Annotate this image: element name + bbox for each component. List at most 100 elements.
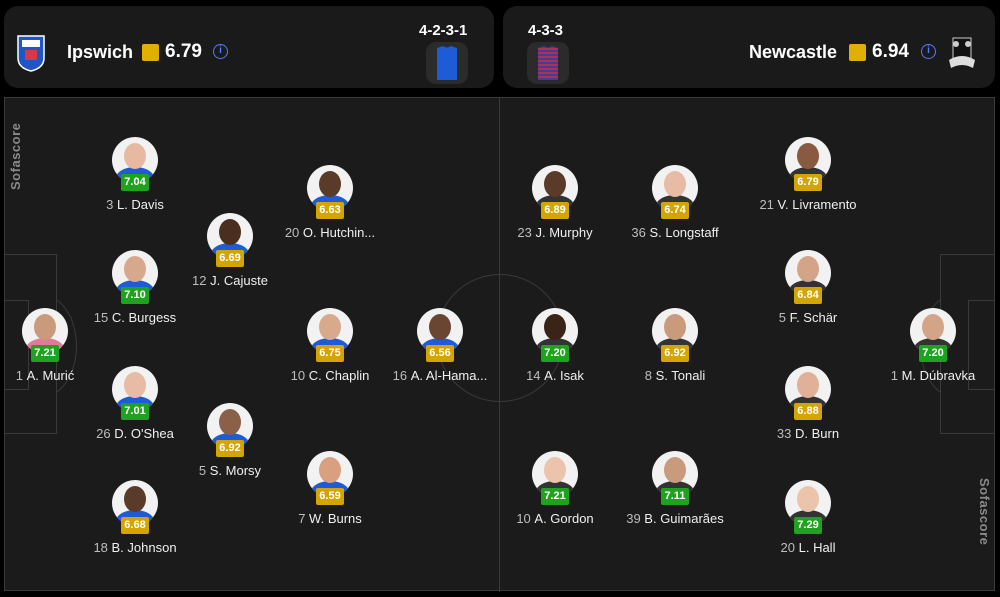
player-name: V. Livramento	[777, 197, 857, 212]
player-number: 23	[517, 225, 536, 240]
player-rating-badge: 7.21	[541, 488, 569, 505]
player-label: 23 J. Murphy	[480, 225, 630, 240]
player-rating-badge: 7.10	[121, 287, 149, 304]
player-label: 26 D. O'Shea	[60, 426, 210, 441]
player-rating-badge: 6.92	[661, 345, 689, 362]
away-formation: 4-3-3	[528, 22, 564, 39]
player-number: 3	[106, 197, 117, 212]
avatar-face	[124, 486, 146, 512]
avatar-face	[124, 143, 146, 169]
avatar-face	[429, 314, 451, 340]
avatar-face	[34, 314, 56, 340]
player-name: A. Isak	[544, 368, 584, 383]
player-label: 39 B. Guimarães	[600, 511, 750, 526]
player-rating-badge: 7.21	[31, 345, 59, 362]
home-team-rating: 6.79	[165, 41, 202, 62]
player-number: 33	[776, 426, 795, 441]
player-rating-badge: 6.59	[316, 488, 344, 505]
player-name: S. Morsy	[209, 463, 262, 478]
player-rating-badge: 7.29	[794, 517, 822, 534]
player-label: 36 S. Longstaff	[600, 225, 750, 240]
ipswich-crest-icon	[17, 35, 45, 72]
player-number: 14	[526, 368, 545, 383]
home-team-name[interactable]: Ipswich	[67, 42, 134, 62]
player-rating-badge: 6.79	[794, 174, 822, 191]
avatar-face	[664, 171, 686, 197]
player-number: 1	[890, 368, 902, 383]
player-label: 5 F. Schär	[733, 310, 883, 325]
home-kit	[426, 42, 468, 84]
home-rating-icon	[142, 44, 159, 61]
player-number: 12	[192, 273, 211, 288]
player-label: 20 L. Hall	[733, 540, 883, 555]
player-number: 36	[631, 225, 650, 240]
player-rating-badge: 7.11	[661, 488, 689, 505]
avatar-face	[319, 314, 341, 340]
player-name: L. Davis	[116, 197, 164, 212]
player-name: L. Hall	[798, 540, 836, 555]
player-rating-badge: 6.75	[316, 345, 344, 362]
home-info-icon[interactable]: i	[213, 44, 228, 59]
player-number: 20	[780, 540, 799, 555]
avatar-face	[544, 457, 566, 483]
player-label: 3 L. Davis	[60, 197, 210, 212]
player-rating-badge: 6.56	[426, 345, 454, 362]
player-name: O. Hutchin...	[302, 225, 376, 240]
home-shirt-icon	[437, 46, 457, 80]
player-number: 21	[759, 197, 778, 212]
away-goal-box	[968, 300, 994, 390]
away-team-name[interactable]: Newcastle	[749, 42, 838, 62]
player-name: B. Johnson	[111, 540, 177, 555]
player-name: S. Tonali	[655, 368, 706, 383]
player-name: W. Burns	[309, 511, 362, 526]
away-team-rating: 6.94	[872, 41, 909, 62]
avatar-face	[797, 372, 819, 398]
player-number: 15	[93, 310, 112, 325]
player-name: D. O'Shea	[114, 426, 174, 441]
newcastle-crest-icon	[949, 37, 975, 68]
player-label: 10 A. Gordon	[480, 511, 630, 526]
player-name: A. Gordon	[534, 511, 594, 526]
player-rating-badge: 6.88	[794, 403, 822, 420]
avatar-face	[124, 256, 146, 282]
player-rating-badge: 7.20	[541, 345, 569, 362]
player-number: 8	[644, 368, 656, 383]
away-info-icon[interactable]: i	[921, 44, 936, 59]
player-label: 15 C. Burgess	[60, 310, 210, 325]
player-label: 1 A. Murić	[0, 368, 120, 383]
player-rating-badge: 7.20	[919, 345, 947, 362]
sofascore-watermark-right: Sofascore	[977, 478, 992, 546]
player-rating-badge: 6.74	[661, 202, 689, 219]
player-name: C. Burgess	[111, 310, 177, 325]
avatar-face	[797, 256, 819, 282]
player-name: B. Guimarães	[644, 511, 724, 526]
player-avatar[interactable]	[112, 366, 158, 412]
avatar-face	[544, 314, 566, 340]
player-name: D. Burn	[795, 426, 840, 441]
avatar-face	[797, 486, 819, 512]
away-kit	[527, 42, 569, 84]
away-shirt-icon	[538, 46, 558, 80]
player-number: 5	[198, 463, 210, 478]
player-label: 18 B. Johnson	[60, 540, 210, 555]
avatar-face	[219, 219, 241, 245]
player-number: 7	[298, 511, 310, 526]
player-number: 26	[96, 426, 115, 441]
player-rating-badge: 7.04	[121, 174, 149, 191]
player-label: 1 M. Dúbravka	[858, 368, 1000, 383]
player-name: J. Cajuste	[210, 273, 268, 288]
avatar-face	[219, 409, 241, 435]
avatar-face	[319, 457, 341, 483]
avatar-face	[124, 372, 146, 398]
player-label: 12 J. Cajuste	[155, 273, 305, 288]
player-name: A. Al-Hama...	[410, 368, 488, 383]
player-number: 5	[778, 310, 790, 325]
player-label: 21 V. Livramento	[733, 197, 883, 212]
sofascore-watermark-left: Sofascore	[8, 122, 23, 190]
player-name: F. Schär	[789, 310, 838, 325]
player-number: 20	[284, 225, 303, 240]
player-label: 16 A. Al-Hama...	[365, 368, 515, 383]
player-number: 1	[15, 368, 27, 383]
away-rating-icon	[849, 44, 866, 61]
player-name: M. Dúbravka	[901, 368, 976, 383]
